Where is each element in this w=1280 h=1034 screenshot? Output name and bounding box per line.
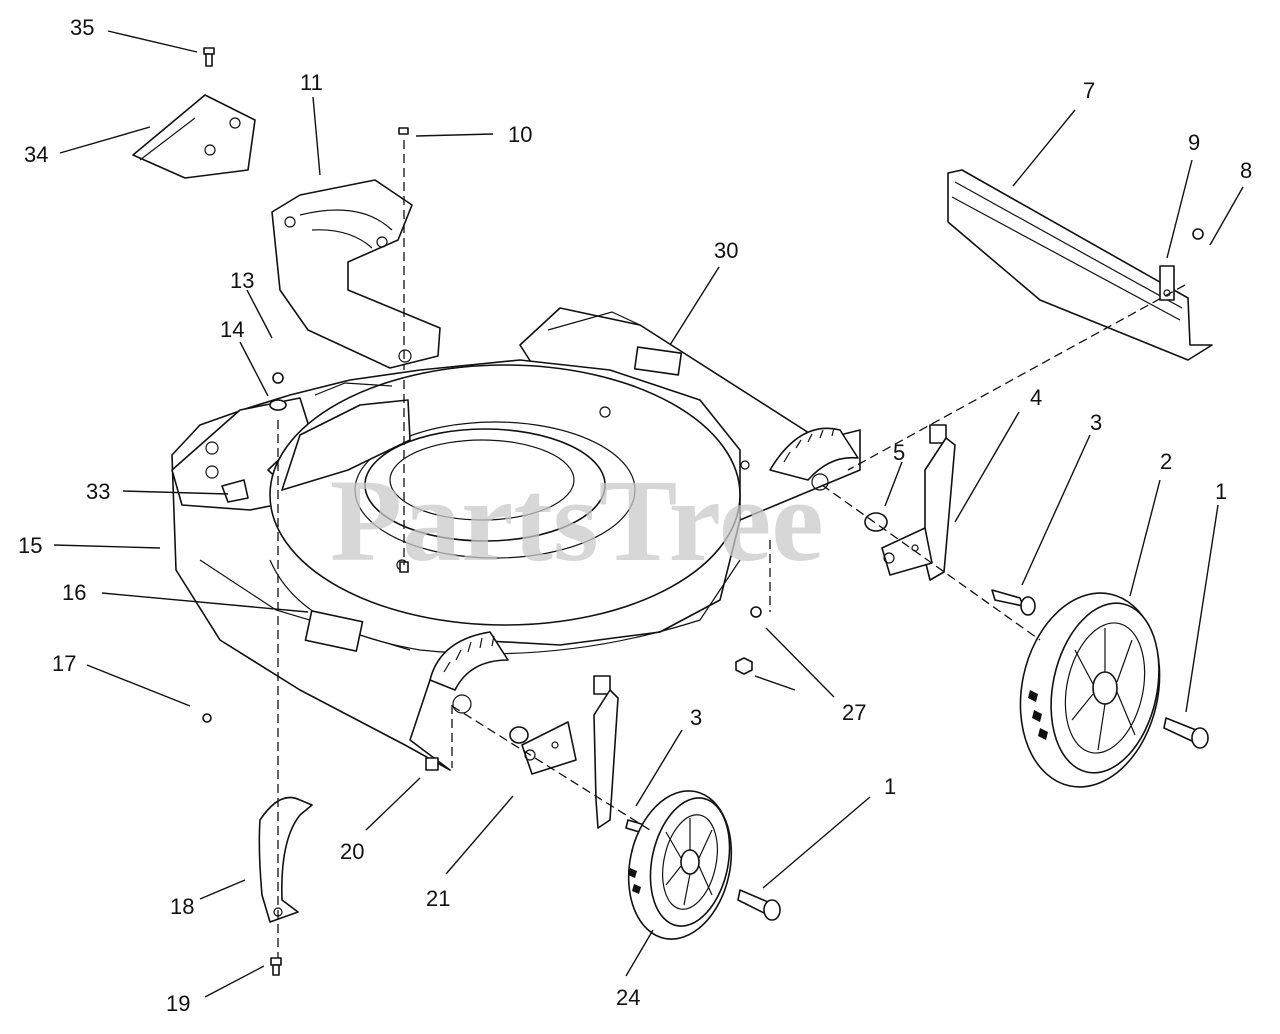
callout-3-front: 3 — [690, 705, 702, 730]
wheel-bolt-front — [737, 889, 781, 921]
callout-1-front: 1 — [884, 774, 896, 799]
wheel-bolt-rear — [1163, 717, 1209, 749]
callout-3-rear: 3 — [1090, 410, 1102, 435]
callout-34: 34 — [24, 142, 48, 167]
screw-19 — [270, 957, 282, 976]
callout-2: 2 — [1160, 449, 1172, 474]
callouts: 35 34 11 10 7 9 8 30 13 14 4 3 2 1 5 33 … — [18, 15, 1252, 1016]
callout-11: 11 — [300, 70, 323, 95]
nut-13 — [272, 372, 284, 384]
callout-5: 5 — [893, 440, 905, 465]
baffle-plate — [132, 94, 256, 179]
callout-19: 19 — [166, 991, 190, 1016]
nut-27b — [735, 657, 753, 675]
callout-35: 35 — [70, 15, 94, 40]
callout-10: 10 — [508, 122, 532, 147]
callout-27: 27 — [842, 700, 866, 725]
callout-8: 8 — [1240, 158, 1252, 183]
rear-flap — [947, 169, 1213, 361]
callout-18: 18 — [170, 894, 194, 919]
callout-33: 33 — [86, 479, 110, 504]
rear-wheel — [1019, 592, 1161, 788]
mower-deck — [171, 307, 861, 771]
leader-lines — [53, 30, 1244, 998]
label-33-decal — [221, 479, 249, 503]
callout-14: 14 — [220, 317, 244, 342]
nut-27a — [750, 606, 762, 618]
washer-5 — [864, 512, 888, 532]
chute-strap — [258, 796, 313, 923]
watermark: PartsTree — [330, 455, 824, 586]
chute-deflector — [271, 179, 441, 369]
screw-35 — [203, 47, 215, 67]
washer-14 — [269, 399, 287, 411]
callout-17: 17 — [52, 651, 76, 676]
callout-13: 13 — [230, 268, 254, 293]
washer-front — [509, 726, 529, 744]
axle-bolt-rear — [991, 589, 1036, 616]
callout-21: 21 — [426, 886, 450, 911]
nut-17 — [202, 713, 212, 723]
front-wheel — [627, 790, 733, 940]
callout-9: 9 — [1188, 130, 1200, 155]
callout-16: 16 — [62, 580, 86, 605]
nut-8 — [1192, 228, 1204, 240]
assembly-axes — [277, 140, 1186, 958]
height-adjuster-front — [521, 675, 619, 829]
callout-4: 4 — [1030, 385, 1042, 410]
callout-7: 7 — [1083, 78, 1095, 103]
callout-30: 30 — [714, 238, 738, 263]
screw-10 — [398, 127, 409, 135]
callout-24: 24 — [616, 985, 640, 1010]
label-16-decal — [304, 610, 364, 652]
callout-15: 15 — [18, 533, 42, 558]
callout-1-rear: 1 — [1215, 479, 1227, 504]
nut-20 — [425, 757, 439, 771]
callout-20: 20 — [340, 839, 364, 864]
